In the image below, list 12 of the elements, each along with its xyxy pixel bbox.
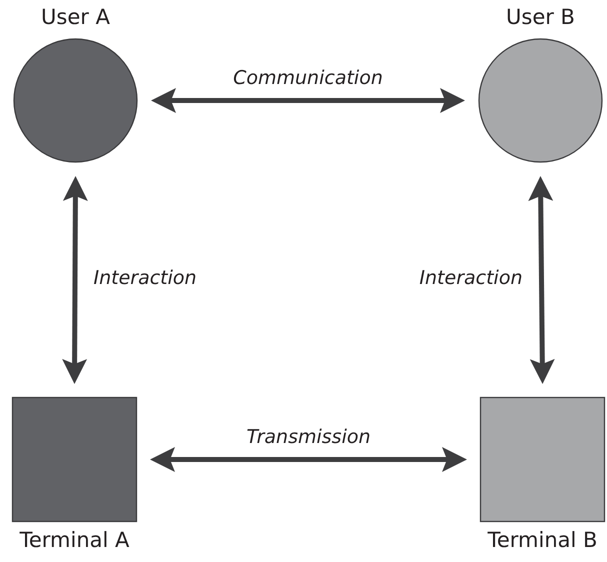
double-arrow [528,176,555,384]
node-label: User A [40,4,111,30]
edge-label: Interaction [419,267,522,289]
edge-label: Communication [233,66,383,88]
double-arrow [150,447,467,472]
node-label: Terminal B [486,527,598,553]
edge-label: Transmission [246,426,371,448]
double-arrow [62,176,88,384]
node-label: Terminal A [18,527,130,553]
double-arrow [151,88,465,113]
node-label: User B [505,4,576,30]
edge-label: Interaction [94,267,197,289]
